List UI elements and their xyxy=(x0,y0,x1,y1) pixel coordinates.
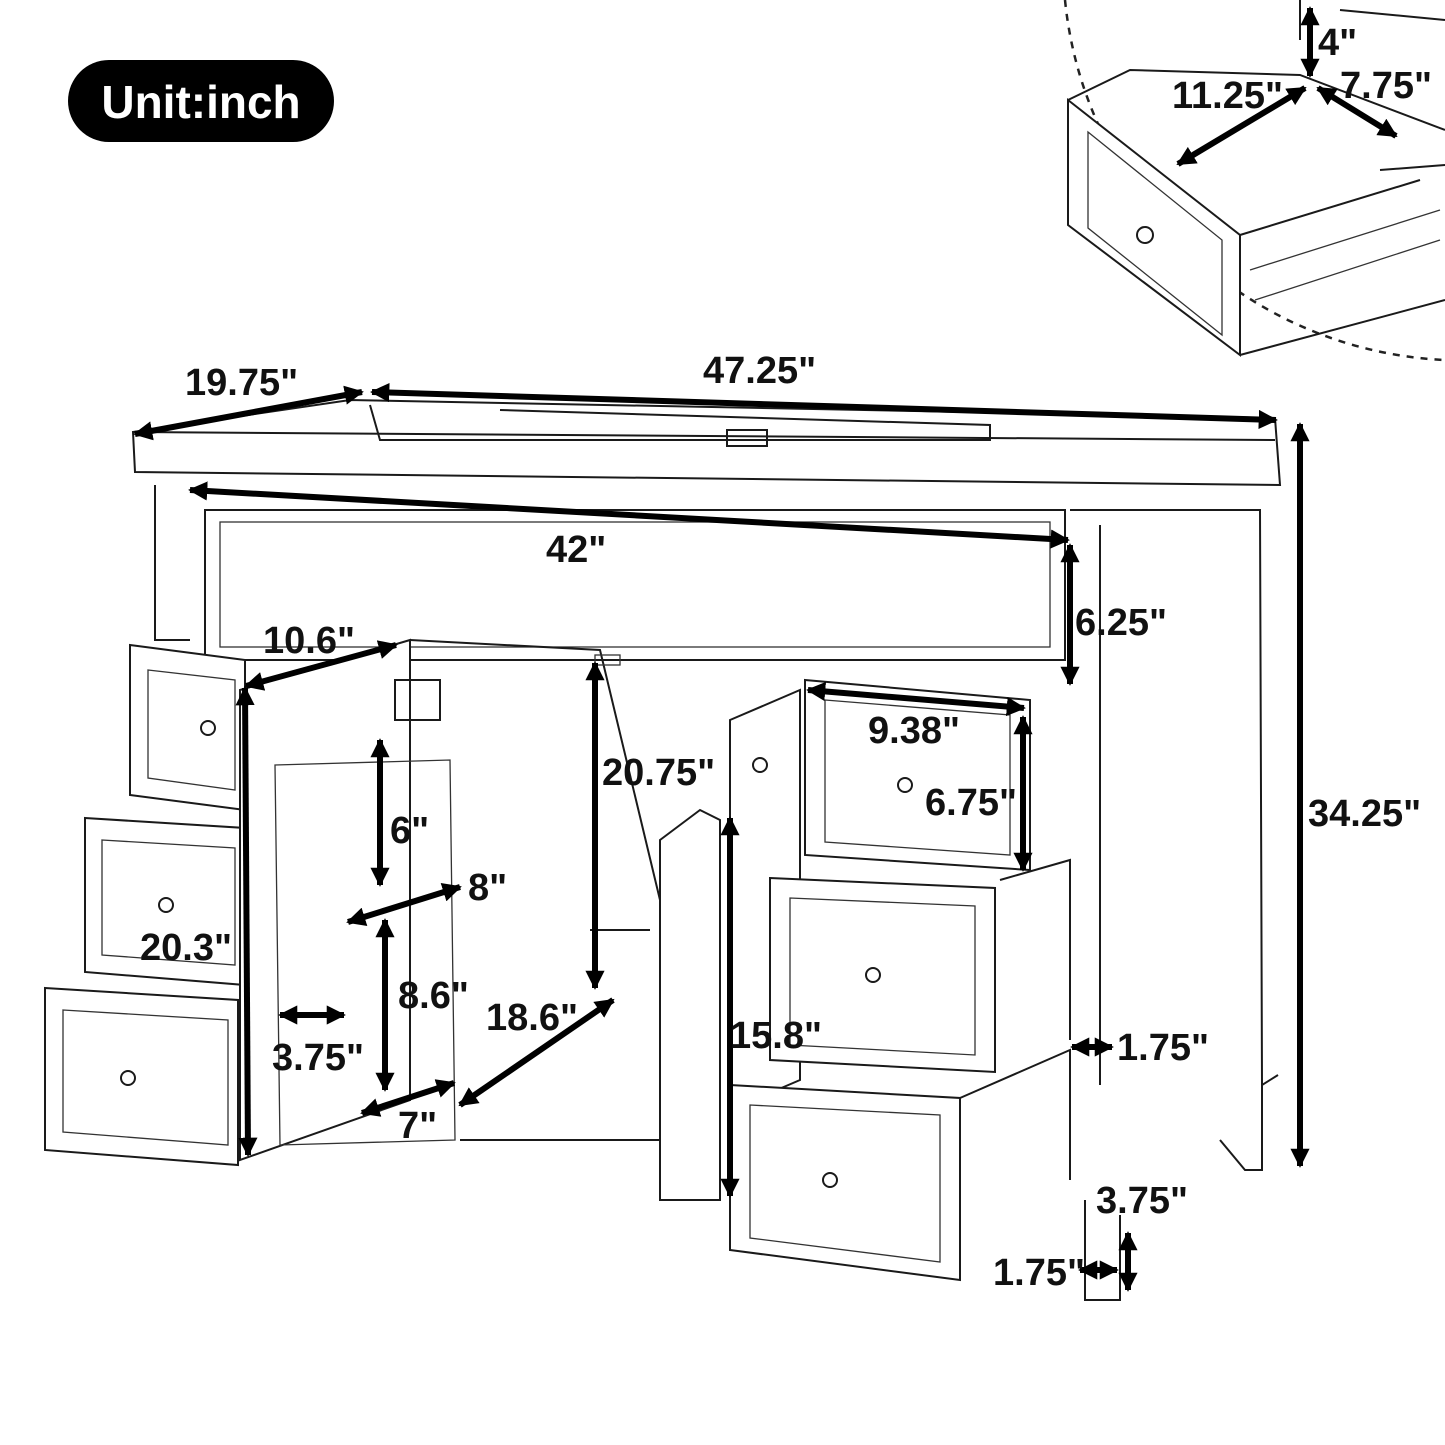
shelf-width-label: 7" xyxy=(398,1105,437,1147)
apron-height-label: 6.25" xyxy=(1075,602,1167,644)
left-drawer-top xyxy=(129,643,246,812)
vanity-illustration xyxy=(44,398,1282,1301)
door-width-label: 10.6" xyxy=(263,620,355,662)
total-height-label: 34.25" xyxy=(1308,793,1421,835)
inset-knob-icon xyxy=(1136,226,1154,244)
unit-badge-label: Unit:inch xyxy=(101,76,300,128)
leg-width-label: 1.75" xyxy=(993,1252,1085,1294)
overflow-drain-icon xyxy=(726,429,768,447)
drawer-detail-inset: 4" 11.25" 7.75" xyxy=(1063,0,1445,362)
shelf-gap-bottom-label: 8.6" xyxy=(398,975,469,1017)
inset-drawer-width-label: 11.25" xyxy=(1172,75,1283,117)
side-gap-label: 1.75" xyxy=(1117,1027,1209,1069)
left-drawer-height-label: 20.3" xyxy=(140,927,232,969)
right-drawer-bottom xyxy=(729,1083,961,1282)
dimension-annotations: 19.75" 47.25" 42" 6.25" 34.25" 10.6" 20.… xyxy=(133,350,1421,1294)
leg-height-label: 3.75" xyxy=(1096,1180,1188,1222)
side-panel-depth-label: 3.75" xyxy=(272,1037,364,1079)
left-drawer-bottom xyxy=(44,986,239,1167)
top-width-label: 47.25" xyxy=(703,350,816,392)
top-depth-label: 19.75" xyxy=(185,362,298,404)
inset-drawer-height-label: 4" xyxy=(1318,22,1357,64)
right-section-height-label: 15.8" xyxy=(730,1015,822,1057)
inner-height-label: 20.75" xyxy=(602,752,715,794)
inset-drawer-depth-label: 7.75" xyxy=(1340,65,1432,107)
right-drawer-width-label: 9.38" xyxy=(868,710,960,752)
inner-width-label: 42" xyxy=(546,529,606,571)
right-drawer-height-label: 6.75" xyxy=(925,782,1017,824)
floor-depth-label: 18.6" xyxy=(486,997,578,1039)
shelf-gap-top-label: 6" xyxy=(390,810,429,852)
unit-badge: Unit:inch xyxy=(68,60,334,142)
shelf-depth-label: 8" xyxy=(468,867,507,909)
right-drawer-middle xyxy=(769,876,996,1074)
inset-drawer-illustration xyxy=(1067,0,1445,358)
